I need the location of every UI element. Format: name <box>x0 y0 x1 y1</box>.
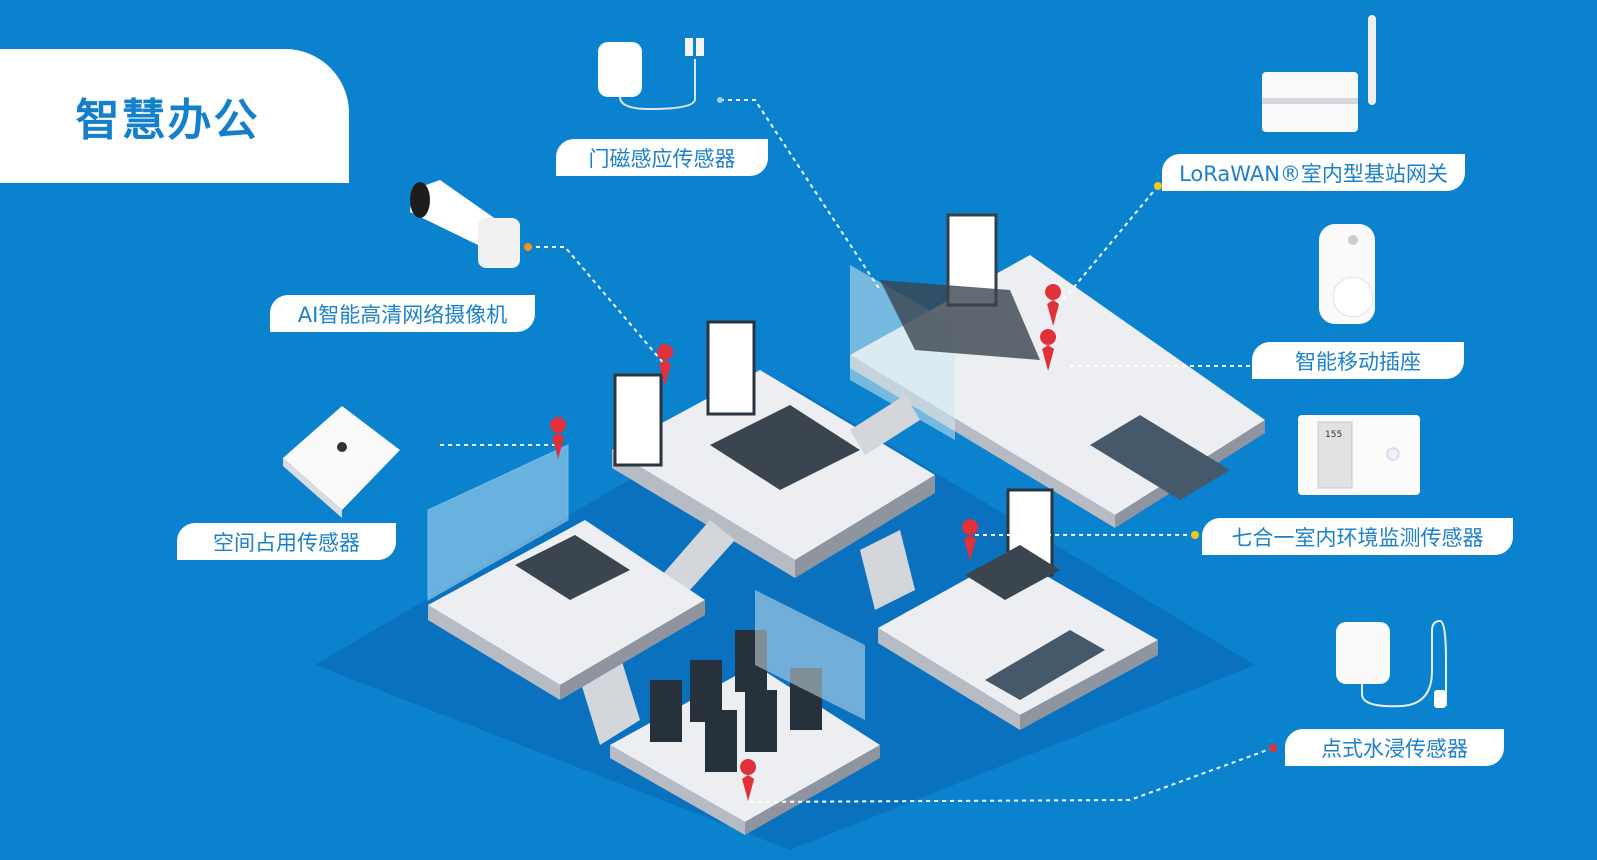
occupancy-sensor-icon <box>283 406 400 518</box>
label-door-sensor: 门磁感应传感器 <box>556 139 768 176</box>
label-env-sensor: 七合一室内环境监测传感器 <box>1202 518 1513 555</box>
smart-plug-icon <box>1319 224 1375 324</box>
page-title: 智慧办公 <box>75 95 260 146</box>
floor-meeting-room <box>428 520 705 685</box>
label-camera: AI智能高清网络摄像机 <box>270 295 535 332</box>
title-card: 智慧办公 <box>0 49 349 183</box>
server-racks <box>650 630 822 772</box>
connector-lines <box>440 99 1274 803</box>
map-pin-icon <box>550 284 1062 801</box>
label-occupancy-sensor: 空间占用传感器 <box>177 523 396 560</box>
env-sensor-icon <box>1298 415 1420 495</box>
label-gateway: LoRaWAN®室内型基站网关 <box>1162 154 1465 191</box>
camera-icon <box>410 180 520 268</box>
door-sensor-icon <box>598 38 704 111</box>
label-water-leak-sensor: 点式水浸传感器 <box>1285 729 1504 766</box>
label-smart-plug: 智能移动插座 <box>1252 342 1464 379</box>
floor-reception <box>878 555 1158 715</box>
env-sensor-display: 155 <box>1325 430 1343 440</box>
water-leak-sensor-icon <box>1336 619 1447 708</box>
gateway-icon <box>1262 15 1376 132</box>
